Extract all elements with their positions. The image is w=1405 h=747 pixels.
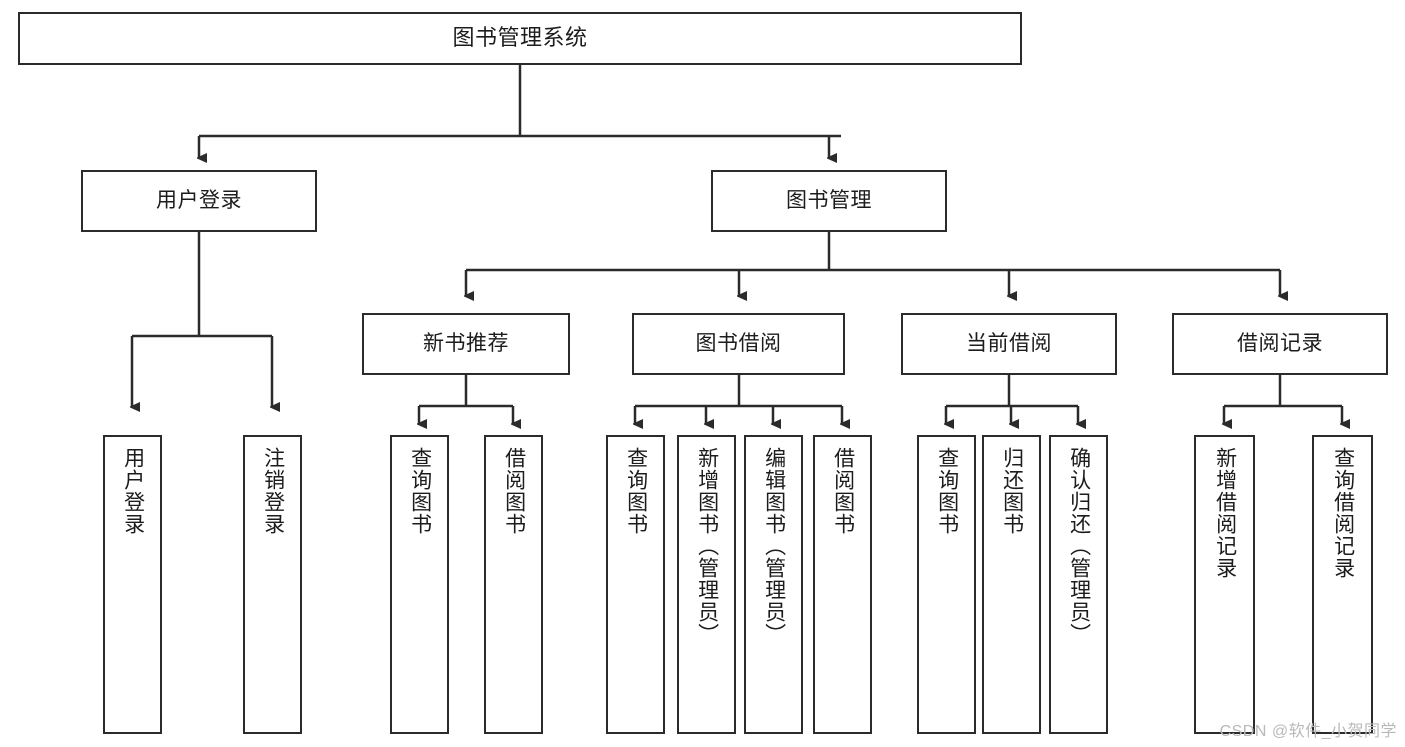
node-label: 借阅记录 [1237, 332, 1323, 356]
leaf-user-login-logout[interactable]: 注销登录 [243, 435, 302, 734]
node-new-book-recommend[interactable]: 新书推荐 [362, 313, 570, 375]
node-label: 新增借阅记录 [1213, 447, 1237, 579]
node-label: 借阅图书 [831, 447, 855, 535]
node-user-login[interactable]: 用户登录 [81, 170, 317, 232]
node-current-borrow[interactable]: 当前借阅 [901, 313, 1117, 375]
node-label: 用户登录 [121, 447, 145, 535]
node-label: 图书借阅 [695, 332, 782, 356]
node-label: 注销登录 [261, 447, 285, 535]
node-label: 查询图书 [408, 447, 432, 535]
leaf-new-book-query-book[interactable]: 查询图书 [390, 435, 449, 734]
leaf-user-login-login[interactable]: 用户登录 [103, 435, 162, 734]
csdn-watermark: CSDN @软件_小贺同学 [1219, 723, 1397, 740]
node-book-management[interactable]: 图书管理 [711, 170, 947, 232]
node-label: 借阅图书 [502, 447, 526, 535]
leaf-book-borrow-borrow-book[interactable]: 借阅图书 [813, 435, 872, 734]
leaf-new-book-borrow-book[interactable]: 借阅图书 [484, 435, 543, 734]
node-borrow-record[interactable]: 借阅记录 [1172, 313, 1388, 375]
node-label: 确认归还（管理员） [1067, 447, 1091, 645]
leaf-current-borrow-return-book[interactable]: 归还图书 [982, 435, 1041, 734]
node-label: 查询图书 [624, 447, 648, 535]
leaf-book-borrow-query-book[interactable]: 查询图书 [606, 435, 665, 734]
node-root-book-management-system[interactable]: 图书管理系统 [18, 12, 1022, 65]
leaf-book-borrow-add-book-admin[interactable]: 新增图书（管理员） [677, 435, 736, 734]
node-book-borrow[interactable]: 图书借阅 [632, 313, 845, 375]
node-label: 当前借阅 [966, 332, 1052, 356]
leaf-borrow-record-add-record[interactable]: 新增借阅记录 [1194, 435, 1255, 734]
node-label: 用户登录 [156, 189, 242, 213]
leaf-current-borrow-query-book[interactable]: 查询图书 [917, 435, 976, 734]
leaf-borrow-record-query-record[interactable]: 查询借阅记录 [1312, 435, 1373, 734]
node-label: 新增图书（管理员） [695, 447, 719, 645]
node-label: 图书管理系统 [452, 25, 588, 51]
leaf-current-borrow-confirm-return-admin[interactable]: 确认归还（管理员） [1049, 435, 1108, 734]
node-label: 归还图书 [1000, 447, 1024, 535]
node-label: 查询借阅记录 [1331, 447, 1355, 579]
node-label: 编辑图书（管理员） [762, 447, 786, 645]
leaf-book-borrow-edit-book-admin[interactable]: 编辑图书（管理员） [744, 435, 803, 734]
node-label: 新书推荐 [423, 332, 509, 356]
node-label: 查询图书 [935, 447, 959, 535]
node-label: 图书管理 [786, 189, 872, 213]
